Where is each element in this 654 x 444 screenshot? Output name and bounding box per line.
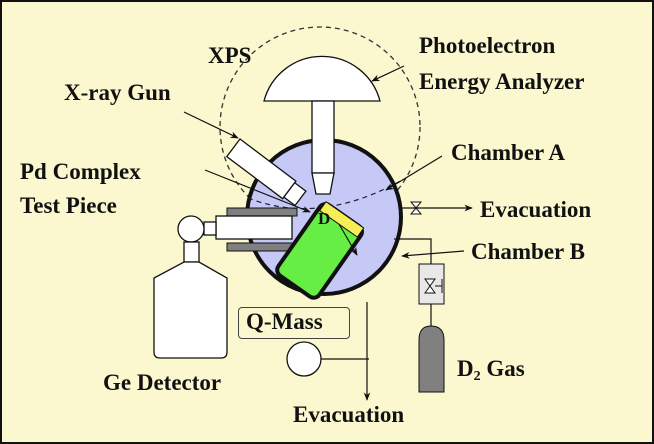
chamber-b-leader	[401, 250, 465, 259]
pd-complex-label-line2: Test Piece	[20, 193, 117, 218]
q-mass-label: Q-Mass	[246, 309, 323, 334]
dewar-neck	[183, 241, 200, 263]
d2-gas-prefix: D	[457, 356, 474, 381]
d2-gas-suffix: Gas	[480, 356, 525, 381]
pd-target	[318, 200, 365, 238]
ge-detector-dewar	[153, 261, 228, 359]
detector-neck	[203, 221, 217, 236]
deuterium-marker-label: D	[318, 209, 331, 228]
analyzer-label-line1: Photoelectron	[419, 33, 556, 58]
chamber-a-label: Chamber A	[451, 140, 565, 165]
needle-valve-icon	[424, 278, 443, 294]
qmass-sensor	[286, 341, 322, 377]
deuterium-beam-arrow	[338, 223, 358, 256]
evacuation-right-label: Evacuation	[480, 197, 592, 222]
detector-joint	[177, 215, 205, 243]
detector-probe	[215, 215, 293, 240]
xray-gun-leader	[183, 111, 239, 139]
xray-gun-label: X-ray Gun	[64, 80, 171, 105]
analyzer-column	[311, 100, 335, 174]
chamber-b-label: Chamber B	[471, 239, 585, 264]
d2-gas-label: D2 Gas	[457, 357, 525, 384]
xray-gun	[225, 138, 307, 207]
d2-gas-line	[394, 238, 432, 264]
analyzer-leader	[371, 65, 405, 82]
pd-leader-line	[204, 169, 311, 213]
detector-flange-top	[226, 207, 298, 217]
pd-complex-label-line1: Pd Complex	[20, 159, 141, 184]
energy-analyzer-hemisphere	[263, 55, 381, 102]
xps-label: XPS	[208, 43, 252, 68]
d2-gas-cylinder	[418, 325, 445, 393]
d2-gas-subscript: 2	[473, 369, 481, 384]
valve-icon-right	[409, 201, 423, 215]
chamber-a-leader	[385, 155, 443, 191]
analyzer-lens-tip	[311, 172, 335, 195]
evacuation-bottom-label: Evacuation	[293, 402, 405, 427]
analyzer-label-line2: Energy Analyzer	[419, 69, 585, 94]
detector-flange-bottom	[226, 242, 298, 252]
ge-detector-label: Ge Detector	[103, 370, 222, 395]
q-mass-box: Q-Mass	[238, 307, 350, 339]
